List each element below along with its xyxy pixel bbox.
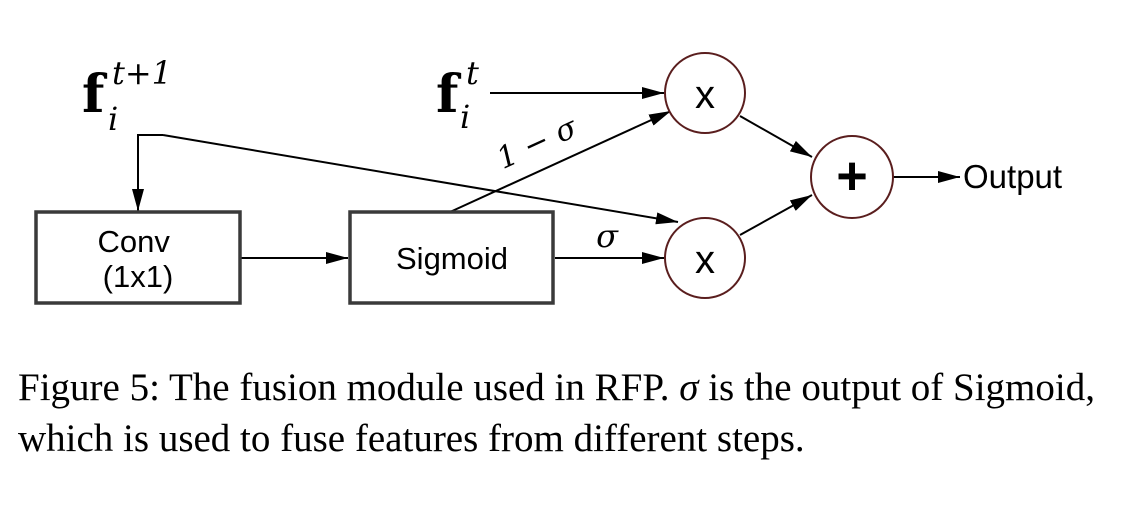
feature-current-step-label: f t i [436, 54, 484, 136]
caption-suffix: is the output of Sigmoid, which is used … [18, 366, 1095, 460]
edge-feature-to-conv [132, 134, 163, 211]
caption-sigma-symbol: σ [679, 366, 699, 409]
upper-multiply-node [664, 52, 746, 134]
edge-feature-to-lower-multiply [162, 134, 679, 225]
fusion-module-diagram: f t+1 i f t i Conv (1x1) Sigmoid 1 − σ σ… [34, 52, 1062, 305]
feature-next-step-base: f [82, 64, 108, 125]
sigma-label: σ [596, 217, 619, 255]
output-label: Output [963, 158, 1062, 195]
upper-multiply-symbol: x [695, 73, 715, 117]
conv-block-line1: Conv [98, 224, 171, 259]
lower-multiply-symbol: x [695, 238, 715, 282]
figure-caption: Figure 5: The fusion module used in RFP.… [18, 362, 1138, 464]
conv-block-label: Conv (1x1) [98, 224, 179, 294]
feature-next-step-subscript: i [108, 100, 118, 138]
conv-block [34, 210, 242, 305]
feature-current-step-superscript: t [466, 54, 479, 92]
edge-upper-multiply-to-add [739, 115, 813, 158]
sigmoid-block [348, 210, 555, 305]
sigmoid-block-label: Sigmoid [396, 241, 508, 276]
conv-block-line2: (1x1) [103, 259, 174, 294]
edge-lower-multiply-to-add [739, 194, 813, 236]
add-node [810, 135, 894, 219]
one-minus-sigma-label: 1 − σ [492, 109, 584, 176]
add-symbol: + [836, 146, 868, 206]
caption-prefix: Figure 5: The fusion module used in RFP. [18, 366, 670, 409]
feature-current-step-base: f [436, 64, 462, 125]
edge-sigmoid-to-upper-multiply [449, 110, 672, 213]
feature-next-step-superscript: t+1 [112, 54, 172, 92]
feature-current-step-subscript: i [460, 98, 470, 136]
lower-multiply-node [664, 217, 746, 299]
feature-next-step-label: f t+1 i [82, 54, 177, 138]
